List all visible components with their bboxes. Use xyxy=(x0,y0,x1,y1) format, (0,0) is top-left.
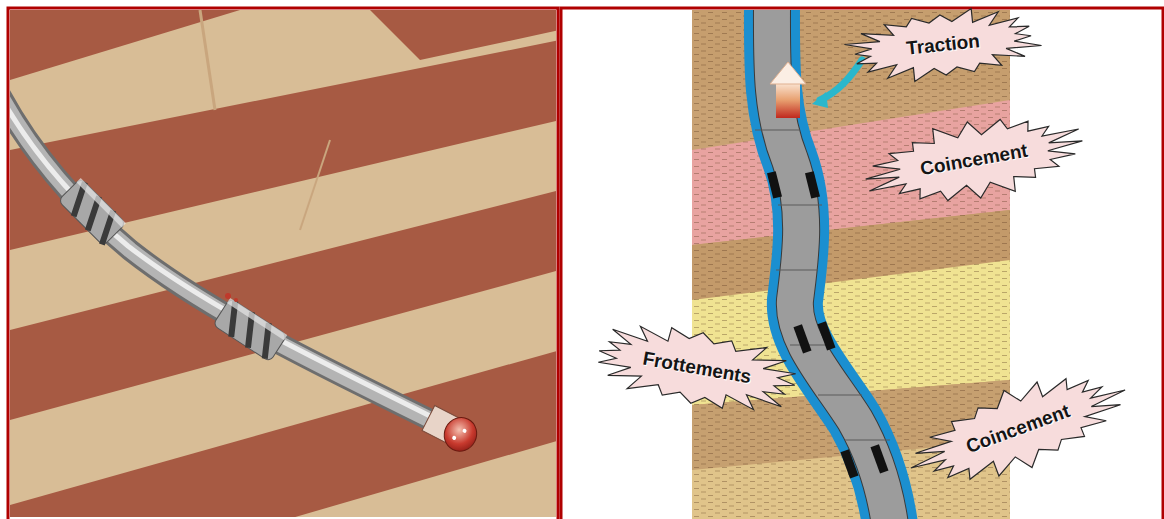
starburst-callout: Frottements xyxy=(578,307,815,429)
pads xyxy=(767,171,889,478)
leader-head xyxy=(812,92,828,108)
starburst-callout: Traction xyxy=(835,0,1052,93)
pull-arrow xyxy=(770,62,806,118)
starburst-callout: Coincement xyxy=(894,349,1141,509)
rock-layers xyxy=(10,10,556,517)
starburst-outline xyxy=(842,2,1044,89)
starburst-outline xyxy=(897,351,1139,506)
borehole xyxy=(755,10,890,519)
panel-frame xyxy=(561,8,1163,519)
starburst-callout: Coincement xyxy=(852,98,1095,221)
drill-pipe xyxy=(10,92,482,457)
starburst-outline xyxy=(859,103,1089,217)
panel-frame xyxy=(8,8,558,519)
starburst-outline xyxy=(593,315,801,420)
leader-arrow xyxy=(820,60,862,100)
